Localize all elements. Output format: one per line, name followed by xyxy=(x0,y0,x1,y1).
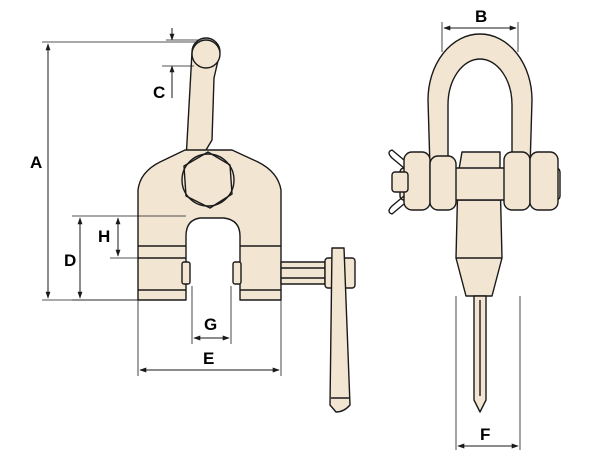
shackle-washer-left xyxy=(429,155,457,211)
shackle-nut-right xyxy=(529,151,559,211)
lifting-eye-arm xyxy=(185,37,221,161)
dim-label-f: F xyxy=(480,425,490,444)
shackle-bow xyxy=(427,33,533,169)
dim-label-h: H xyxy=(98,227,110,246)
dim-label-c: C xyxy=(153,83,165,102)
jaw-pad-left xyxy=(181,261,191,285)
front-view: A C D H G E xyxy=(30,28,356,413)
dim-label-b: B xyxy=(475,7,487,26)
clamp-screw xyxy=(280,261,326,285)
dim-label-a: A xyxy=(30,153,42,172)
t-handle-bar xyxy=(329,247,351,413)
shackle-washer-right xyxy=(503,151,531,211)
dim-label-e: E xyxy=(203,349,214,368)
cotter-pin xyxy=(388,149,405,215)
side-view: B F xyxy=(388,7,561,450)
hex-nut-circle xyxy=(181,153,235,207)
jaw-pad-right xyxy=(232,261,242,285)
lifting-eye-top xyxy=(191,39,221,69)
cotter-pin-head xyxy=(391,171,409,193)
dim-label-d: D xyxy=(64,251,76,270)
dim-label-g: G xyxy=(204,315,217,334)
